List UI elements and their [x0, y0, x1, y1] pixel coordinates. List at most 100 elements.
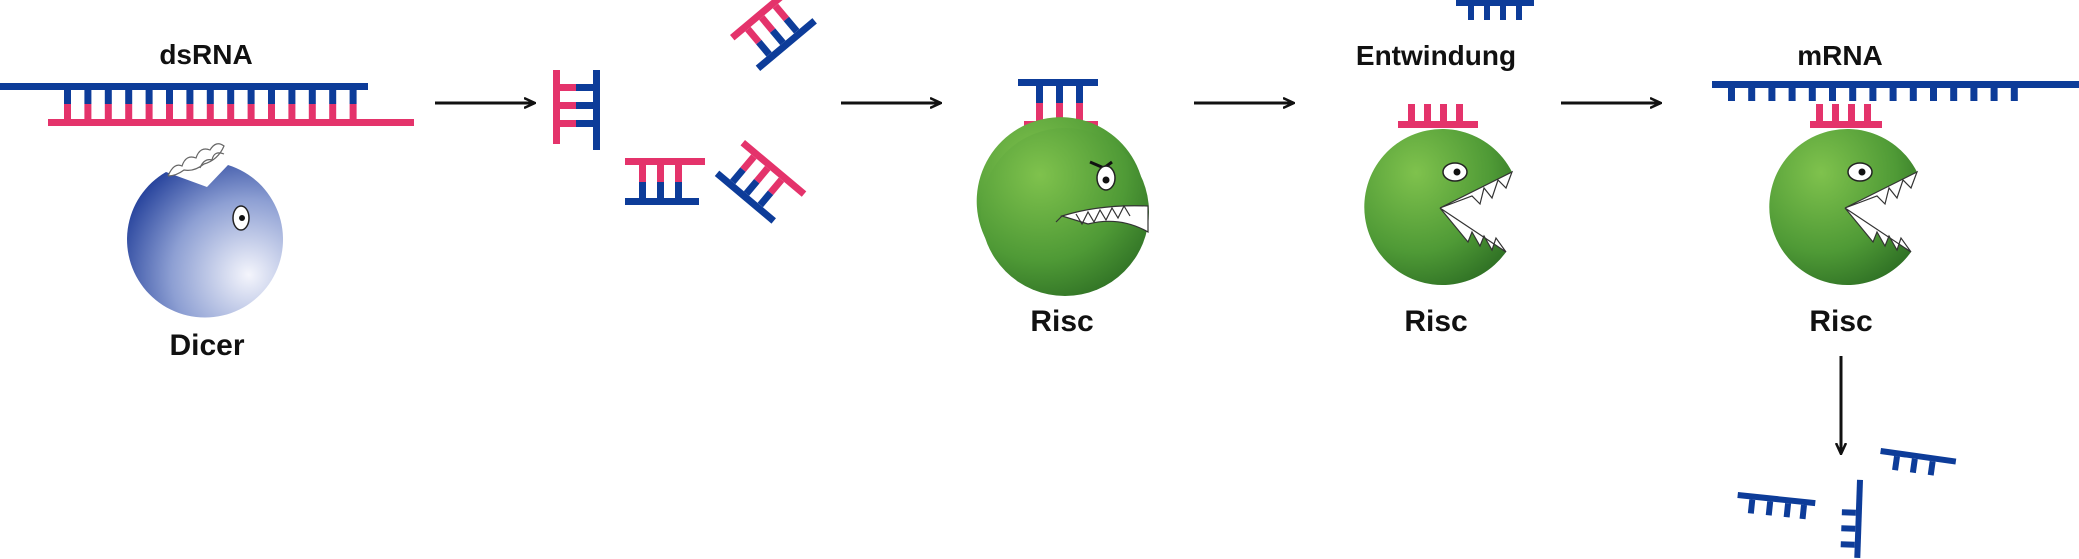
- strand: [755, 18, 817, 72]
- base-pair: [227, 90, 235, 104]
- base-pair: [247, 90, 255, 104]
- base-pair: [166, 90, 173, 104]
- sirna-fragment: [714, 140, 807, 224]
- guide-strand: [1398, 104, 1478, 128]
- base-pair: [268, 104, 275, 119]
- base-pair: [754, 165, 771, 184]
- base-pair: [1036, 103, 1043, 121]
- base: [1768, 88, 1776, 101]
- released-strand: [1456, 0, 1534, 20]
- risc-pacman-icon: [976, 117, 1149, 296]
- base-pair: [767, 177, 785, 196]
- base-pair: [104, 90, 112, 104]
- base-pair: [268, 90, 275, 104]
- base: [1950, 88, 1958, 101]
- base-pair: [84, 104, 92, 119]
- base-pair: [576, 120, 593, 127]
- base-pair: [186, 104, 194, 119]
- base-pair: [349, 104, 357, 119]
- dicer-label: Dicer: [169, 329, 244, 362]
- base-pair: [104, 104, 112, 119]
- base: [1889, 88, 1897, 101]
- base-pair: [757, 190, 774, 208]
- sirna-fragment: [553, 70, 600, 150]
- base: [2010, 88, 2018, 101]
- base-pair: [783, 16, 800, 34]
- base-pair: [639, 182, 646, 198]
- base-pair: [743, 178, 760, 196]
- base-pair: [560, 102, 576, 109]
- risc-label-1: Risc: [1030, 305, 1093, 338]
- base: [1970, 88, 1978, 101]
- base-pair: [206, 90, 214, 104]
- base-pair: [772, 3, 790, 22]
- base: [1748, 88, 1756, 101]
- base-pair: [1036, 86, 1043, 103]
- risc-pacman-icon: [1364, 128, 1514, 285]
- base-pair: [64, 90, 71, 104]
- risc-label-2: Risc: [1404, 305, 1467, 338]
- dsrna-label: dsRNA: [159, 39, 252, 70]
- base-pair: [329, 90, 337, 104]
- sirna-fragment: [625, 158, 705, 205]
- base-pair: [329, 104, 337, 119]
- base-pair: [675, 165, 682, 182]
- risc-label-3: Risc: [1809, 305, 1872, 338]
- base-pair: [308, 90, 316, 104]
- base-pair: [560, 84, 576, 91]
- base-pair: [576, 84, 593, 91]
- base-pair: [1076, 86, 1083, 103]
- dicer-pacman-icon: [127, 143, 284, 318]
- dsrna-duplex: [0, 83, 414, 126]
- base-pair: [1056, 86, 1063, 103]
- base-pair: [227, 104, 235, 119]
- base-pair: [769, 28, 786, 46]
- base-pair: [125, 90, 133, 104]
- base-pair: [675, 182, 682, 198]
- mrna-strand: [1712, 81, 2079, 101]
- guide-strand: [1810, 104, 1882, 128]
- base: [1849, 88, 1857, 101]
- strand: [593, 70, 600, 150]
- base-pair: [730, 167, 746, 185]
- strand: [625, 198, 699, 205]
- base-pair: [288, 90, 296, 104]
- cleaved-fragment: [1737, 492, 1816, 520]
- base-pair: [288, 104, 296, 119]
- base-pair: [576, 102, 593, 109]
- mrna-label: mRNA: [1797, 40, 1883, 71]
- base-pair: [206, 104, 214, 119]
- base: [1909, 88, 1917, 101]
- strand: [714, 170, 776, 224]
- base: [1788, 88, 1796, 101]
- base-pair: [759, 15, 776, 33]
- cleaved-fragment: [1840, 479, 1863, 558]
- base-pair: [64, 104, 71, 119]
- base: [1869, 88, 1877, 101]
- risc-pacman-icon: [1769, 128, 1919, 285]
- base-pair: [247, 104, 255, 119]
- base-pair: [349, 90, 357, 104]
- base-pair: [1056, 103, 1063, 121]
- base-pair: [84, 90, 92, 104]
- base-pair: [186, 90, 194, 104]
- base-pair: [308, 104, 316, 119]
- strand: [730, 0, 796, 41]
- strand: [740, 140, 807, 197]
- cleaved-fragment: [1880, 448, 1957, 476]
- base-pair: [756, 39, 772, 57]
- base: [1808, 88, 1816, 101]
- entwindung-label: Entwindung: [1356, 40, 1516, 71]
- base-pair: [740, 154, 757, 172]
- base: [1728, 88, 1735, 101]
- base-pair: [560, 120, 576, 127]
- sirna-fragment: [730, 0, 817, 72]
- base-pair: [639, 165, 646, 182]
- base-pair: [145, 104, 153, 119]
- base-pair: [1076, 103, 1083, 121]
- base-pair: [745, 26, 762, 45]
- base: [1990, 88, 1998, 101]
- base-pair: [125, 104, 133, 119]
- strand: [625, 158, 705, 165]
